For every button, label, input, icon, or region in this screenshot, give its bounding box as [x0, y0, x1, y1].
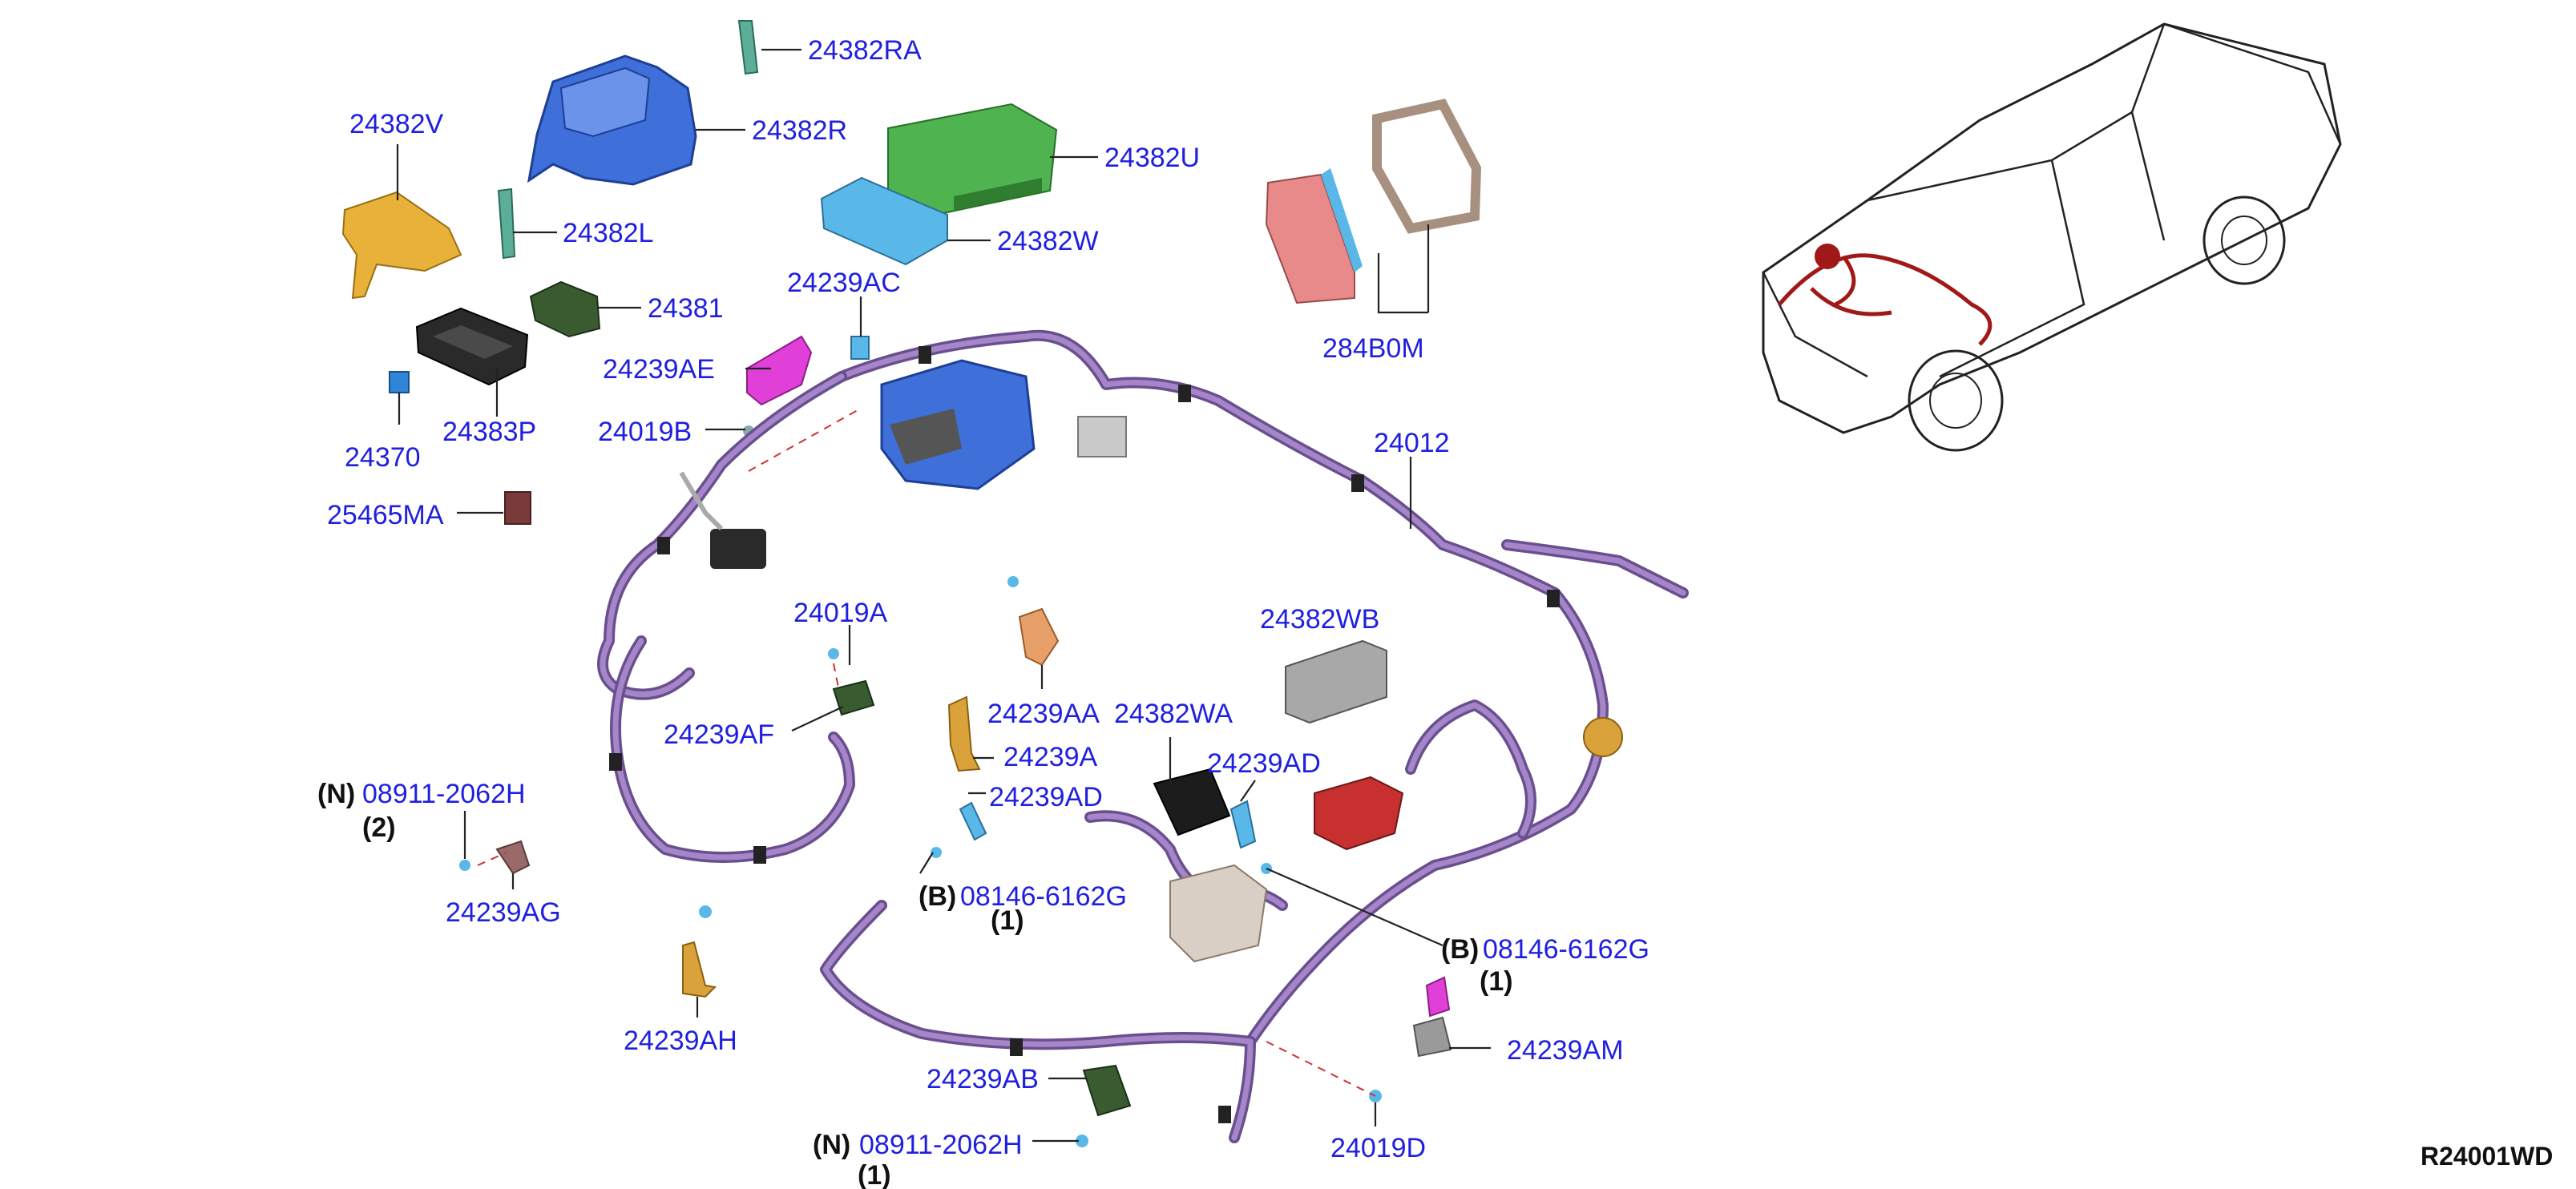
label-24382U: 24382U: [1104, 143, 1200, 173]
qualifier-B-right: (B): [1441, 934, 1479, 965]
alignment-dashes: [477, 409, 1376, 1097]
label-24383P: 24383P: [442, 417, 536, 447]
label-24239AE: 24239AE: [603, 354, 715, 385]
part-labels: 24382RA 24382R 24382V 24382U 24382L 2438…: [327, 35, 1649, 1163]
part-24239AB-bracket: [1082, 1064, 1132, 1117]
label-24239AA: 24239AA: [987, 699, 1100, 729]
qualifier-N-upper: (N): [317, 779, 355, 809]
part-24239AA-bracket: [1018, 607, 1060, 667]
label-08146-6162G-right: 08146-6162G: [1483, 934, 1649, 965]
part-24239A-bracket: [947, 695, 981, 772]
part-25465MA-relay: [504, 491, 531, 525]
part-battery-terminal: [679, 471, 766, 569]
part-24239AG-bracket: [459, 840, 531, 875]
label-24382RA: 24382RA: [808, 35, 922, 66]
diagram-code: R24001WD: [2421, 1142, 2553, 1171]
part-24239AM-bracket: [1412, 976, 1452, 1058]
label-24370: 24370: [345, 442, 421, 473]
label-24382WA: 24382WA: [1114, 699, 1233, 729]
part-24239AE-bracket: [746, 335, 813, 406]
label-24382WB: 24382WB: [1260, 604, 1379, 635]
part-24381-relay: [529, 280, 601, 338]
part-24239AH-bracket: [682, 905, 717, 998]
label-24239A: 24239A: [1003, 742, 1098, 772]
part-24383P-block: [415, 307, 529, 386]
label-24012: 24012: [1374, 428, 1450, 458]
part-24382RA-bracket: [737, 20, 759, 75]
part-24382V-bracket: [341, 191, 462, 300]
part-24382WA-module: [1153, 768, 1231, 836]
label-24239AM: 24239AM: [1507, 1035, 1624, 1066]
part-24382R-box: [527, 54, 697, 186]
label-24239AD-left: 24239AD: [989, 782, 1103, 812]
label-08911-2062H-upper: 08911-2062H: [362, 779, 526, 809]
part-horn: [1583, 717, 1623, 757]
label-24239AC: 24239AC: [787, 268, 901, 298]
quantity-upper-2: (2): [362, 812, 396, 843]
qualifier-N-lower: (N): [813, 1130, 850, 1160]
part-red-fuse-box: [1314, 776, 1404, 851]
label-24019D: 24019D: [1330, 1133, 1426, 1163]
quantity-right-1: (1): [1480, 966, 1513, 997]
part-fuse-box-assembly: [880, 359, 1127, 490]
label-25465MA: 25465MA: [327, 500, 444, 530]
label-24239AB: 24239AB: [927, 1064, 1039, 1094]
part-24239AC-bracket: [850, 336, 870, 360]
vehicle-illustration: [1762, 22, 2342, 452]
label-24019A: 24019A: [793, 598, 888, 628]
quantity-left-1: (1): [991, 905, 1024, 936]
label-24239AG: 24239AG: [446, 897, 561, 928]
part-24370-fuse: [389, 371, 410, 393]
label-24239AF: 24239AF: [664, 719, 774, 750]
main-harness-24012: [597, 329, 1689, 1143]
quantity-lower-1: (1): [858, 1160, 891, 1189]
label-08146-6162G-left: 08146-6162G: [960, 881, 1127, 912]
part-connector-block: [1169, 864, 1268, 963]
part-284B0M-module: [1265, 99, 1482, 304]
label-24382V: 24382V: [349, 109, 444, 139]
label-24382R: 24382R: [752, 115, 847, 146]
label-24239AD-right: 24239AD: [1207, 748, 1321, 779]
label-284B0M: 284B0M: [1322, 333, 1424, 364]
label-24382W: 24382W: [997, 226, 1099, 256]
label-24382L: 24382L: [563, 218, 653, 248]
label-08911-2062H-lower: 08911-2062H: [859, 1130, 1023, 1160]
label-24019B: 24019B: [598, 417, 692, 447]
leader-lines: [396, 48, 1491, 1143]
part-24239AF-bracket: [832, 679, 875, 716]
label-24239AH: 24239AH: [624, 1026, 737, 1056]
part-24382L-bracket: [497, 187, 516, 260]
part-24382WB-module: [1285, 639, 1387, 724]
qualifier-B-left: (B): [919, 881, 956, 912]
part-24239AD-bracket-1: [959, 801, 987, 841]
quantity-qualifiers: (N) (2) (B) (1) (B) (1) (N) (1): [317, 779, 1513, 1189]
part-24239AD-bracket-2: [1229, 800, 1257, 849]
label-24381: 24381: [648, 293, 724, 324]
